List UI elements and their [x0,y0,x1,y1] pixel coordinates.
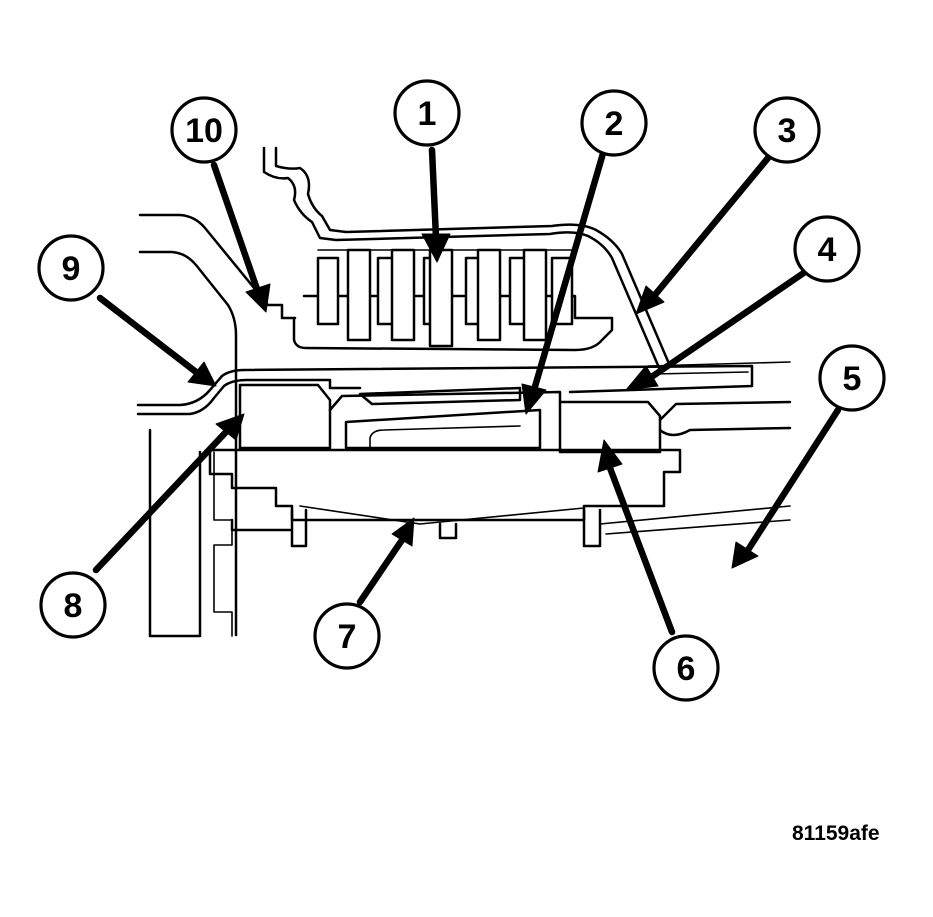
callout-9: 9 [37,234,105,302]
arrowhead-4 [625,365,659,391]
callout-5: 5 [818,344,886,412]
callout-circle [753,96,821,164]
callout-10: 10 [170,96,238,164]
piston-assembly [238,383,792,454]
housing-outline [138,213,297,638]
arrowhead-5 [731,541,759,569]
callout-8: 8 [39,571,107,639]
callout-number: 6 [677,650,696,688]
arrowhead-8 [215,413,245,441]
leader-lines [92,146,842,636]
arrowhead-3 [635,285,665,315]
arrowhead-9 [187,361,217,387]
figure-id-label: 81159afe [792,822,880,845]
callout-2: 2 [580,89,648,157]
callout-circle [652,634,720,702]
callout-number: 3 [778,112,797,150]
arrowhead-6 [597,439,623,473]
arrowhead-2 [521,383,547,415]
arrowhead-10 [245,283,271,313]
callout-group: 1 2 3 4 5 6 7 8 9 10 [37,79,886,702]
callout-circle [793,215,861,283]
hub-body [208,448,791,548]
callout-4: 4 [793,215,861,283]
callout-7: 7 [313,602,381,670]
callout-1: 1 [393,79,461,147]
callout-number: 5 [843,360,862,398]
callout-number: 1 [418,95,437,133]
clutch-pack [316,248,574,348]
callout-6: 6 [652,634,720,702]
callout-number: 8 [64,587,83,625]
shaft-lines [136,361,791,416]
callout-number: 7 [338,618,357,656]
callout-circle [39,571,107,639]
callout-circle [393,79,461,147]
callout-number: 4 [818,231,837,269]
callout-number: 2 [605,105,624,143]
callout-3: 3 [753,96,821,164]
arrowhead-7 [391,517,415,547]
callout-number: 10 [185,112,223,150]
callout-circle [580,89,648,157]
clutch-retainer [262,146,672,372]
callout-circle [170,96,238,164]
callout-circle [313,602,381,670]
callout-number: 9 [62,250,81,288]
callout-circle [37,234,105,302]
arrowhead-1 [421,233,451,263]
callout-circle [818,344,886,412]
